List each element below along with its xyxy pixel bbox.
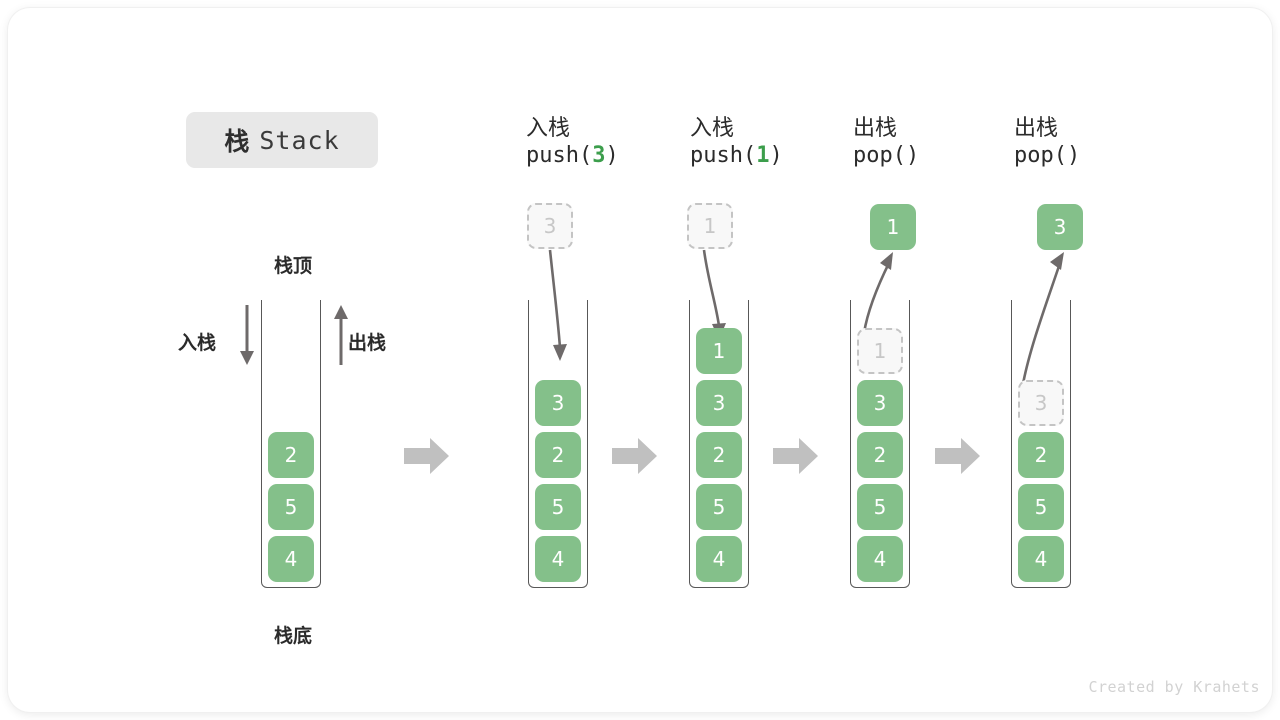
push-down-arrow-icon bbox=[240, 305, 254, 365]
stage-stack-cells: 3 2 5 4 bbox=[1011, 300, 1071, 588]
floating-element: 1 bbox=[870, 204, 916, 250]
stack-cell: 4 bbox=[857, 536, 903, 582]
code-value: 3 bbox=[592, 143, 606, 169]
code-value: 1 bbox=[756, 143, 770, 169]
flow-arrow-icon bbox=[773, 438, 818, 474]
stage-stack-cells: 3 2 5 4 bbox=[528, 300, 588, 588]
stage-op-cn: 出栈 bbox=[853, 115, 898, 140]
stack-cell: 2 bbox=[696, 432, 742, 478]
stage-op-code: push(1) bbox=[690, 142, 860, 170]
stage-op-cn: 入栈 bbox=[690, 115, 735, 140]
base-push-label: 入栈 bbox=[178, 333, 217, 354]
code-prefix: pop( bbox=[853, 143, 906, 169]
stack-cell: 5 bbox=[535, 484, 581, 530]
stage-header: 出栈 pop() bbox=[1014, 114, 1184, 170]
stack-cell-ghost: 1 bbox=[857, 328, 903, 374]
code-prefix: pop( bbox=[1014, 143, 1067, 169]
stack-cell: 4 bbox=[696, 536, 742, 582]
flow-arrow-icon bbox=[935, 438, 980, 474]
diagram-card: 栈 Stack 栈顶 栈底 入栈 出栈 2 5 4 入 bbox=[8, 8, 1272, 712]
stack-cell: 4 bbox=[268, 536, 314, 582]
stack-cell: 3 bbox=[857, 380, 903, 426]
stage-header: 入栈 push(3) bbox=[526, 114, 696, 170]
stack-cell: 5 bbox=[268, 484, 314, 530]
code-prefix: push( bbox=[526, 143, 593, 169]
credit-text: Created by Krahets bbox=[1088, 678, 1260, 696]
code-suffix: ) bbox=[769, 143, 783, 169]
stack-cell: 4 bbox=[535, 536, 581, 582]
stage-stack-container bbox=[528, 300, 588, 588]
stack-cell-ghost: 3 bbox=[1018, 380, 1064, 426]
base-stack-container bbox=[261, 300, 321, 588]
base-pop-label: 出栈 bbox=[348, 333, 387, 354]
stack-cell: 2 bbox=[857, 432, 903, 478]
stage-stack-cells: 1 3 2 5 4 bbox=[850, 300, 910, 588]
base-stack-cells: 2 5 4 bbox=[261, 300, 321, 588]
code-prefix: push( bbox=[690, 143, 757, 169]
code-suffix: ) bbox=[905, 143, 920, 169]
title-cn: 栈 bbox=[224, 128, 251, 156]
title-chip: 栈 Stack bbox=[186, 112, 378, 168]
stack-cell: 1 bbox=[696, 328, 742, 374]
stack-top-label: 栈顶 bbox=[273, 256, 312, 277]
stack-cell: 5 bbox=[857, 484, 903, 530]
stack-cell: 5 bbox=[1018, 484, 1064, 530]
stage-op-cn: 出栈 bbox=[1014, 115, 1059, 140]
stage-stack-container bbox=[689, 300, 749, 588]
stage-op-code: pop() bbox=[1014, 142, 1184, 170]
stage-header: 出栈 pop() bbox=[853, 114, 1023, 170]
stage-op-code: pop() bbox=[853, 142, 1023, 170]
push-curve-arrow-icon bbox=[548, 249, 567, 361]
stack-bottom-label: 栈底 bbox=[273, 626, 312, 647]
stack-cell: 4 bbox=[1018, 536, 1064, 582]
stack-cell: 2 bbox=[268, 432, 314, 478]
stack-cell: 2 bbox=[535, 432, 581, 478]
title-en: Stack bbox=[259, 125, 340, 155]
floating-element: 3 bbox=[527, 203, 573, 249]
stage-stack-container bbox=[1011, 300, 1071, 588]
stack-cell: 2 bbox=[1018, 432, 1064, 478]
stage-op-cn: 入栈 bbox=[526, 115, 571, 140]
code-suffix: ) bbox=[605, 143, 619, 169]
stage-stack-cells: 1 3 2 5 4 bbox=[689, 300, 749, 588]
flow-arrow-icon bbox=[612, 438, 657, 474]
pop-curve-arrow-icon bbox=[862, 252, 893, 334]
stack-cell: 5 bbox=[696, 484, 742, 530]
stage-header: 入栈 push(1) bbox=[690, 114, 860, 170]
floating-element: 1 bbox=[687, 203, 733, 249]
floating-element: 3 bbox=[1037, 204, 1083, 250]
pop-curve-arrow-icon bbox=[1021, 252, 1064, 385]
code-suffix: ) bbox=[1066, 143, 1081, 169]
pop-up-arrow-icon bbox=[334, 305, 348, 365]
stage-stack-container bbox=[850, 300, 910, 588]
stack-cell: 3 bbox=[535, 380, 581, 426]
stack-cell: 3 bbox=[696, 380, 742, 426]
stage-op-code: push(3) bbox=[526, 142, 696, 170]
flow-arrow-icon bbox=[404, 438, 449, 474]
